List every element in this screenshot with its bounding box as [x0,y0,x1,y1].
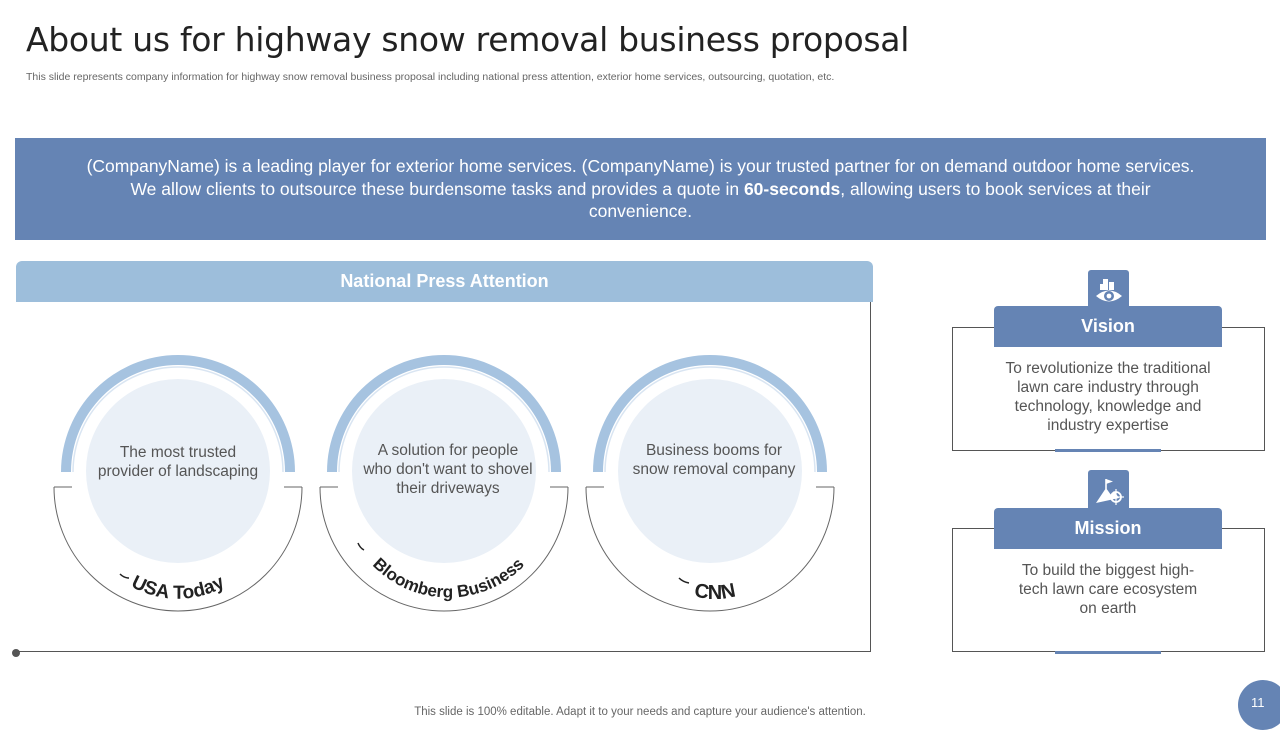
press-circle-usa-today: USA Today [53,355,303,612]
vision-underline [1055,449,1161,452]
mountain-flag-target-icon [1088,470,1129,511]
press-text-cnn: Business booms for snow removal company [632,442,796,478]
mission-text: To build the biggest high-tech lawn care… [1018,562,1198,617]
vision-text: To revolutionize the traditional lawn ca… [1005,360,1211,434]
press-circle-cnn: CNN [585,355,835,612]
eye-building-icon [1088,270,1129,311]
press-panel-dot [12,649,20,657]
page-subtitle: This slide represents company informatio… [26,71,835,83]
page-title: About us for highway snow removal busine… [26,20,910,59]
press-panel-frame [15,300,871,652]
outlet-usa-today: USA Today [128,572,228,604]
outlet-cnn: CNN [693,580,738,604]
mission-title: Mission [994,508,1222,549]
intro-banner: (CompanyName) is a leading player for ex… [15,138,1266,240]
vision-card [952,327,1265,451]
press-text-bloomberg: A solution for people who don't want to … [363,442,533,497]
intro-text-before: (CompanyName) is a leading player for ex… [86,156,1195,199]
intro-text-after: , allowing users to book services at the… [588,178,1151,222]
page-number: 11 [1238,680,1280,730]
intro-highlight: 60-seconds [743,178,841,199]
mission-underline [1055,651,1161,654]
press-circles: USA Today Bloomberg Business CNN [53,355,835,612]
footer-note: This slide is 100% editable. Adapt it to… [414,706,866,718]
press-heading: National Press Attention [16,261,873,302]
press-text-usa-today: The most trusted provider of landscaping [97,444,259,480]
vision-title: Vision [994,306,1222,347]
